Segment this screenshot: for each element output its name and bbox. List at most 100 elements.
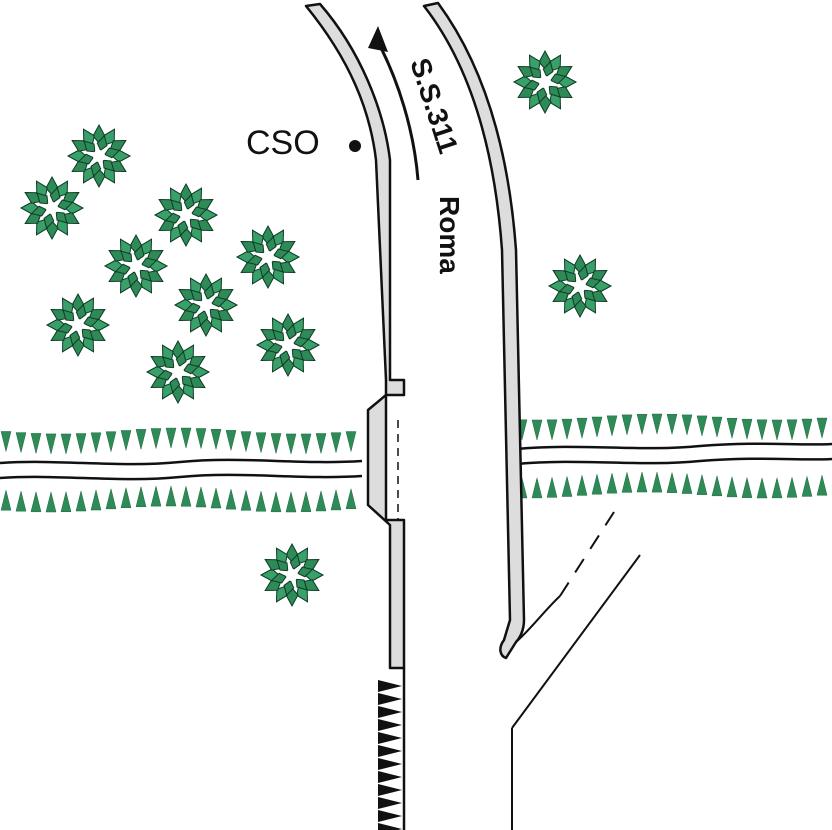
bank-mark — [531, 419, 543, 441]
bank-mark — [15, 491, 27, 512]
tree-icon — [256, 313, 320, 377]
bank-mark — [636, 471, 648, 493]
bank-mark — [651, 472, 663, 493]
bank-mark — [681, 414, 693, 435]
bank-mark — [726, 417, 738, 439]
bank-mark — [651, 413, 663, 435]
bank-mark — [120, 430, 132, 451]
bank-mark — [255, 432, 267, 453]
bank-mark — [591, 416, 603, 438]
bank-mark — [606, 415, 618, 436]
bank-mark — [210, 487, 222, 509]
bank-mark — [621, 472, 633, 493]
bank-mark — [531, 477, 543, 499]
hatch-mark — [378, 784, 402, 796]
bank-mark — [300, 491, 312, 512]
bank-mark — [195, 486, 207, 508]
hatch-mark — [378, 732, 402, 744]
bank-mark — [561, 418, 573, 440]
bank-mark — [816, 475, 828, 496]
bank-mark — [60, 491, 72, 512]
bank-mark — [180, 427, 192, 449]
bank-mark — [666, 472, 678, 493]
bank-mark — [0, 431, 12, 452]
bank-mark — [756, 419, 768, 440]
bank-mark — [225, 489, 237, 510]
bank-mark — [165, 427, 177, 449]
bank-mark — [90, 489, 102, 511]
bank-mark — [15, 432, 27, 453]
bank-mark — [711, 416, 723, 438]
bank-mark — [696, 415, 708, 436]
bank-mark — [345, 431, 357, 452]
road-direction-label: Roma — [434, 196, 465, 274]
bank-mark — [60, 433, 72, 455]
tree-icon — [154, 183, 218, 247]
tree-icon — [260, 543, 324, 607]
bank-mark — [621, 414, 633, 435]
bank-mark — [225, 430, 237, 451]
point-label: CSO — [246, 124, 320, 162]
bank-mark — [0, 490, 12, 511]
tree-icon — [104, 234, 168, 298]
bank-mark — [786, 477, 798, 498]
hatch-mark — [378, 797, 402, 809]
tree-icon — [146, 340, 210, 404]
road-left-edge — [304, 2, 406, 670]
tree-icon — [67, 124, 131, 188]
bank-mark — [741, 418, 753, 440]
hatch-mark — [378, 680, 402, 692]
bank-mark — [756, 477, 768, 499]
bank-mark — [135, 429, 147, 450]
bank-mark — [255, 491, 267, 512]
bank-mark — [546, 477, 558, 498]
hatch-mark — [378, 758, 402, 770]
bank-mark — [666, 413, 678, 435]
bank-mark — [285, 433, 297, 455]
bank-mark — [561, 476, 573, 497]
bank-mark — [576, 417, 588, 439]
bank-mark — [801, 418, 813, 440]
bank-mark — [816, 417, 828, 439]
bank-mark — [180, 486, 192, 507]
bank-mark — [105, 431, 117, 452]
hatch-mark — [378, 706, 402, 718]
bank-mark — [546, 419, 558, 440]
tree-icon — [236, 225, 300, 289]
bank-mark — [270, 491, 282, 513]
bank-mark — [576, 475, 588, 496]
bank-mark — [771, 477, 783, 499]
bank-mark — [165, 485, 177, 507]
bank-mark — [771, 419, 783, 441]
bank-mark — [210, 429, 222, 450]
bank-mark — [75, 433, 87, 454]
bank-mark — [741, 477, 753, 498]
hatch-mark — [378, 810, 402, 822]
bank-mark — [285, 491, 297, 513]
bank-mark — [801, 476, 813, 497]
bank-mark — [606, 473, 618, 494]
point-marker — [349, 140, 361, 152]
hatch-mark — [378, 719, 402, 731]
bank-mark — [726, 476, 738, 498]
bank-mark — [786, 419, 798, 440]
hatch-mark — [378, 745, 402, 757]
bank-mark — [591, 474, 603, 495]
bank-mark — [345, 488, 357, 510]
bank-mark — [711, 475, 723, 497]
bank-mark — [75, 490, 87, 512]
tree-icon — [20, 176, 84, 240]
bank-mark — [30, 491, 42, 513]
bank-mark — [315, 433, 327, 454]
bank-mark — [120, 487, 132, 508]
bank-mark — [240, 431, 252, 452]
hatch-mark — [378, 693, 402, 705]
tree-icon — [513, 50, 577, 114]
bank-mark — [150, 428, 162, 449]
bank-mark — [240, 490, 252, 511]
bank-mark — [45, 433, 57, 454]
bank-mark — [330, 489, 342, 511]
hatch-mark — [378, 771, 402, 783]
hatch-mark — [378, 823, 402, 830]
